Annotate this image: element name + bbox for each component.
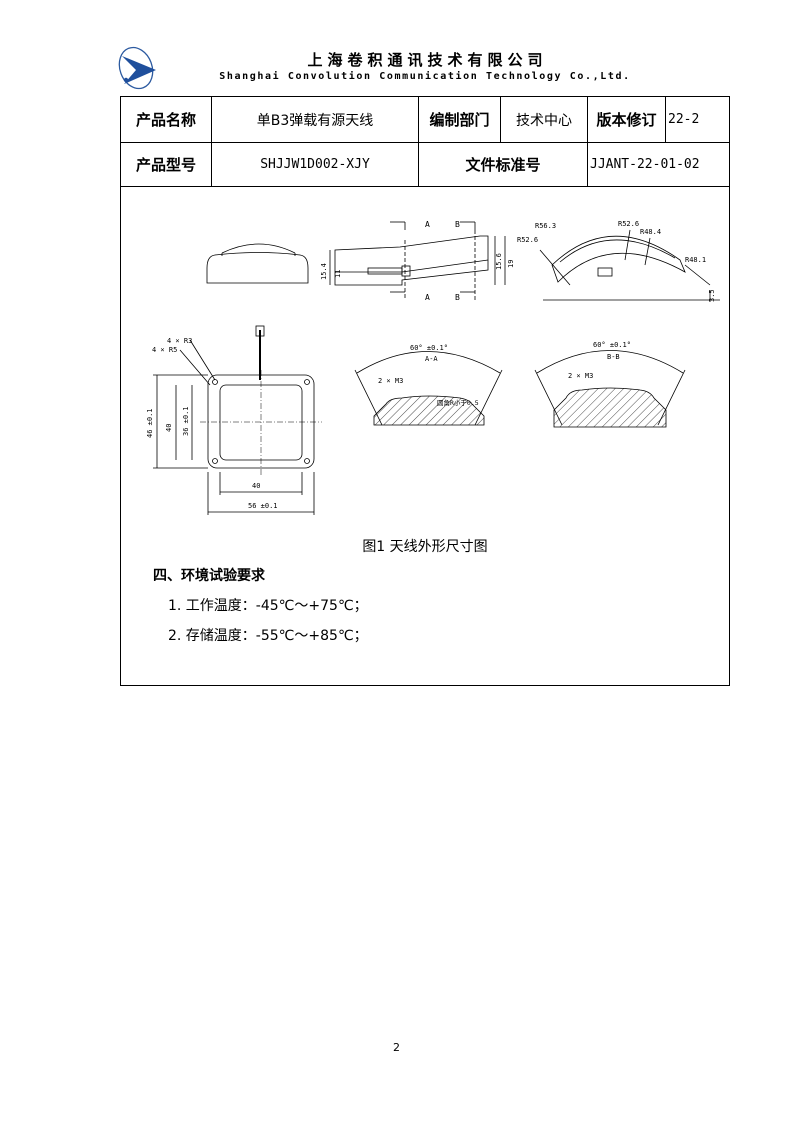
section-a-label-bottom: A [425,293,430,302]
angle-b-label: 60° ±0.1° [593,341,631,349]
radius-48-1: R48.1 [685,256,706,264]
dept-label: 编制部门 [418,96,501,143]
dim-46: 46 ±0.1 [146,408,154,438]
m3-threads-a: 2 × M3 [378,377,403,385]
angle-a-label: 60° ±0.1° [410,344,448,352]
top-view: 4 × R3 4 × R5 46 ±0.1 40 36 ±0.1 40 56 ±… [146,325,322,515]
section-bb-view: 60° ±0.1° B-B 2 × M3 [534,341,686,428]
radius-52-6-left: R52.6 [517,236,538,244]
dim-40-horizontal: 40 [252,482,260,490]
front-view [206,243,309,284]
section-b-label-top: B [455,220,460,229]
dim-15-4: 15.4 [320,263,328,280]
holes-r5-label: 4 × R5 [152,346,177,354]
company-name-en: Shanghai Convolution Communication Techn… [219,71,631,82]
section-title: 四、环境试验要求 [153,568,265,584]
section-a-label-top: A [425,220,430,229]
dim-15-6: 15.6 [495,253,503,270]
dim-3-5: 3.5 [708,289,716,302]
model-label: 产品型号 [120,142,212,187]
company-name-cn: 上海卷积通讯技术有限公司 [307,51,548,69]
requirement-item: 2. 存储温度：-55℃～+85℃； [168,628,368,644]
section-b-label-bottom: B [455,293,460,302]
dim-40-vertical: 40 [165,424,173,432]
model-value: SHJJW1D002-XJY [211,142,419,187]
radius-56-3: R56.3 [535,222,556,230]
doc-number-value: JJANT-22-01-02 [587,142,730,187]
fillet-note: 圆角R小于0.5 [437,398,479,407]
section-aa-view: 60° ±0.1° A-A 2 × M3 圆角R小于0.5 [354,344,503,426]
m3-threads-b: 2 × M3 [568,372,593,380]
figure-caption: 图1 天线外形尺寸图 [362,539,488,555]
profile-view: R56.3 R52.6 R52.6 R48.4 R48.1 3.5 [517,220,720,302]
doc-number-label: 文件标准号 [418,142,588,187]
revision-label: 版本修订 [587,96,666,143]
requirement-item: 1. 工作温度：-45℃～+75℃； [168,598,368,614]
dept-value: 技术中心 [500,96,588,143]
page-number: 2 [393,1041,400,1054]
holes-r3-label: 4 × R3 [167,337,192,345]
section-aa-label: A-A [425,355,438,363]
company-logo-icon [118,46,156,90]
radius-52-6-right: R52.6 [618,220,639,228]
product-name-value: 单B3弹载有源天线 [211,96,419,143]
product-name-label: 产品名称 [120,96,212,143]
radius-48-4: R48.4 [640,228,661,236]
antenna-dimension-drawing: A B 15.4 11 15.6 19 A B R56.3 R52.6 R52.… [146,220,720,515]
side-view: A B 15.4 11 15.6 19 A B [320,220,515,302]
section-bb-label: B-B [607,353,620,361]
dim-36: 36 ±0.1 [182,406,190,436]
dim-19: 19 [507,260,515,268]
dim-56: 56 ±0.1 [248,502,278,510]
dim-11: 11 [334,270,342,278]
revision-value: 22-2 [665,96,730,143]
